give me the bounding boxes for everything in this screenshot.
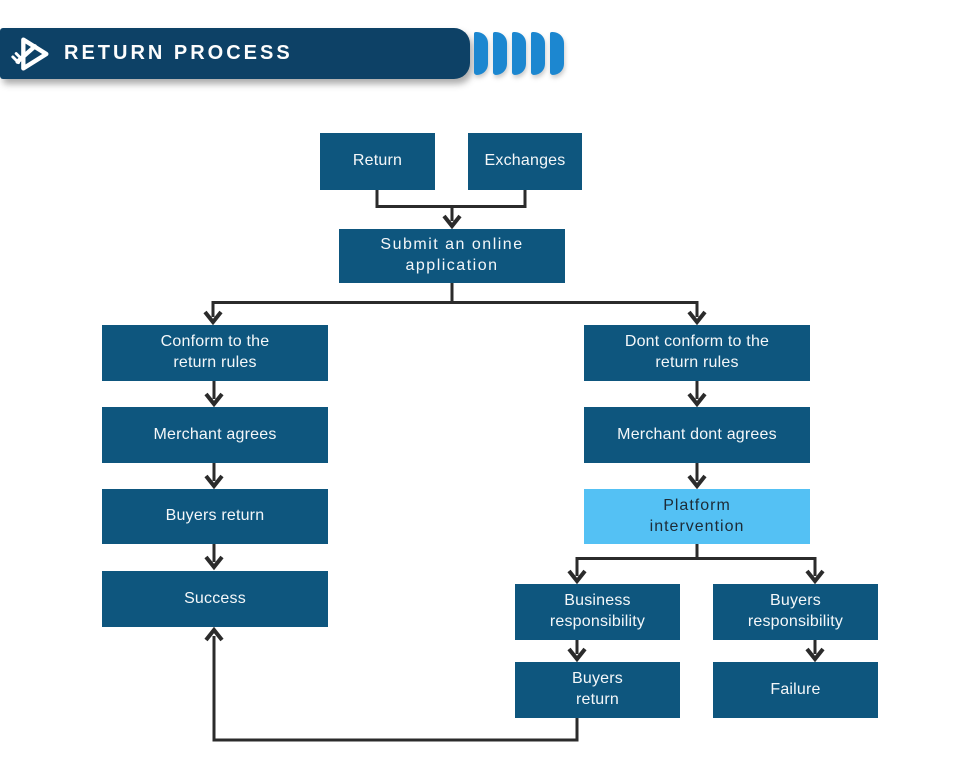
page-title: RETURN PROCESS [64,42,293,64]
node-business-responsibility: Business responsibility [515,584,680,640]
node-buyers-return-left: Buyers return [102,489,328,544]
chevron-shape [531,32,545,75]
wrench-play-triangle-icon [11,36,49,71]
chevron-shape [493,32,507,75]
node-failure: Failure [713,662,878,718]
node-merchant-agrees: Merchant agrees [102,407,328,463]
node-buyers-return-right: Buyers return [515,662,680,718]
chevron-shape [550,32,564,75]
node-return: Return [320,133,435,190]
chevron-shape [512,32,526,75]
node-success: Success [102,571,328,627]
node-conform-to-return-rules: Conform to the return rules [102,325,328,381]
node-dont-conform-to-return-rules: Dont conform to the return rules [584,325,810,381]
node-platform-intervention: Platform intervention [584,489,810,544]
node-submit-online-application: Submit an online application [339,229,565,283]
chevron-shape [474,32,488,75]
header-chevrons [474,32,564,75]
node-merchant-dont-agrees: Merchant dont agrees [584,407,810,463]
node-exchanges: Exchanges [468,133,582,190]
node-buyers-responsibility: Buyers responsibility [713,584,878,640]
header-banner: RETURN PROCESS [0,28,470,79]
